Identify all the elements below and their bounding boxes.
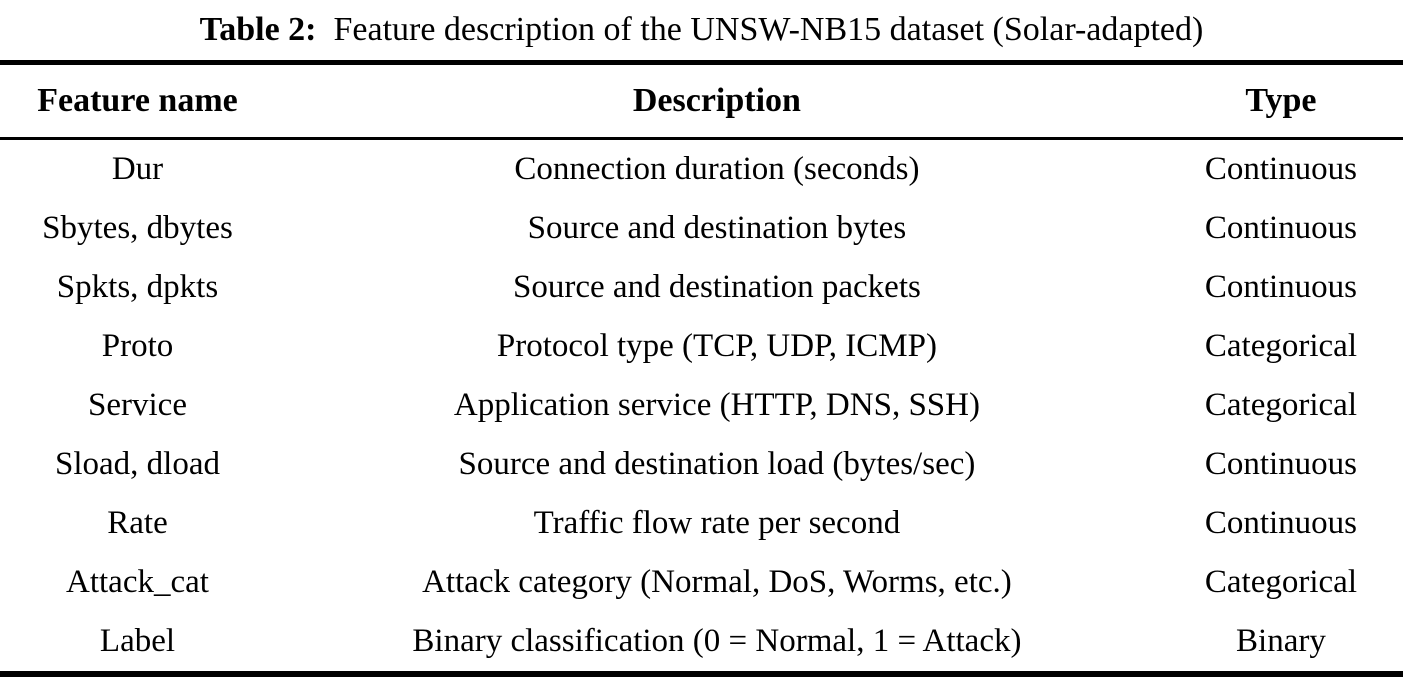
header-description: Description — [274, 62, 1159, 140]
table-header-row: Feature name Description Type — [0, 62, 1403, 140]
table-caption: Table 2: Feature description of the UNSW… — [0, 0, 1403, 60]
description-cell: Application service (HTTP, DNS, SSH) — [453, 387, 980, 423]
feature-cell: Sload, dload — [55, 446, 220, 482]
feature-cell: Attack_cat — [66, 564, 209, 600]
caption-label: Table 2: — [199, 11, 317, 48]
feature-cell: Proto — [101, 328, 174, 364]
feature-cell: Spkts, dpkts — [56, 269, 219, 305]
description-cell: Source and destination load (bytes/sec) — [458, 446, 976, 482]
feature-cell: Sbytes, dbytes — [42, 210, 233, 246]
type-cell: Categorical — [1204, 387, 1357, 423]
description-cell: Binary classification (0 = Normal, 1 = A… — [412, 623, 1022, 659]
type-cell: Continuous — [1204, 210, 1358, 246]
description-cell: Attack category (Normal, DoS, Worms, etc… — [422, 564, 1012, 600]
description-cell: Connection duration (seconds) — [514, 151, 920, 187]
description-cell: Traffic flow rate per second — [533, 505, 901, 541]
type-cell: Categorical — [1204, 328, 1357, 364]
table-row: Sload, dload Source and destination load… — [0, 435, 1403, 494]
feature-cell: Rate — [107, 505, 168, 541]
header-feature-name: Feature name — [0, 62, 275, 140]
caption-spacer — [316, 11, 333, 48]
type-cell: Continuous — [1204, 446, 1358, 482]
table-row: Service Application service (HTTP, DNS, … — [0, 376, 1403, 435]
feature-cell: Service — [88, 387, 187, 423]
caption-text: Feature description of the UNSW-NB15 dat… — [333, 11, 1204, 48]
table-row: Label Binary classification (0 = Normal,… — [0, 612, 1403, 674]
table-row: Dur Connection duration (seconds) Contin… — [0, 139, 1403, 200]
table-row: Spkts, dpkts Source and destination pack… — [0, 258, 1403, 317]
type-cell: Continuous — [1204, 505, 1358, 541]
table-row: Attack_cat Attack category (Normal, DoS,… — [0, 553, 1403, 612]
table-body: Dur Connection duration (seconds) Contin… — [0, 139, 1403, 675]
type-cell: Continuous — [1204, 151, 1358, 187]
table-row: Sbytes, dbytes Source and destination by… — [0, 199, 1403, 258]
features-table: Feature name Description Type Dur Connec… — [0, 60, 1403, 677]
description-cell: Protocol type (TCP, UDP, ICMP) — [496, 328, 937, 364]
description-cell: Source and destination bytes — [527, 210, 907, 246]
table-row: Rate Traffic flow rate per second Contin… — [0, 494, 1403, 553]
header-type: Type — [1158, 62, 1403, 140]
description-cell: Source and destination packets — [513, 269, 921, 305]
feature-cell: Label — [99, 623, 176, 659]
type-cell: Categorical — [1204, 564, 1357, 600]
feature-cell: Dur — [111, 151, 164, 187]
table-row: Proto Protocol type (TCP, UDP, ICMP) Cat… — [0, 317, 1403, 376]
type-cell: Continuous — [1204, 269, 1358, 305]
type-cell: Binary — [1236, 623, 1326, 659]
